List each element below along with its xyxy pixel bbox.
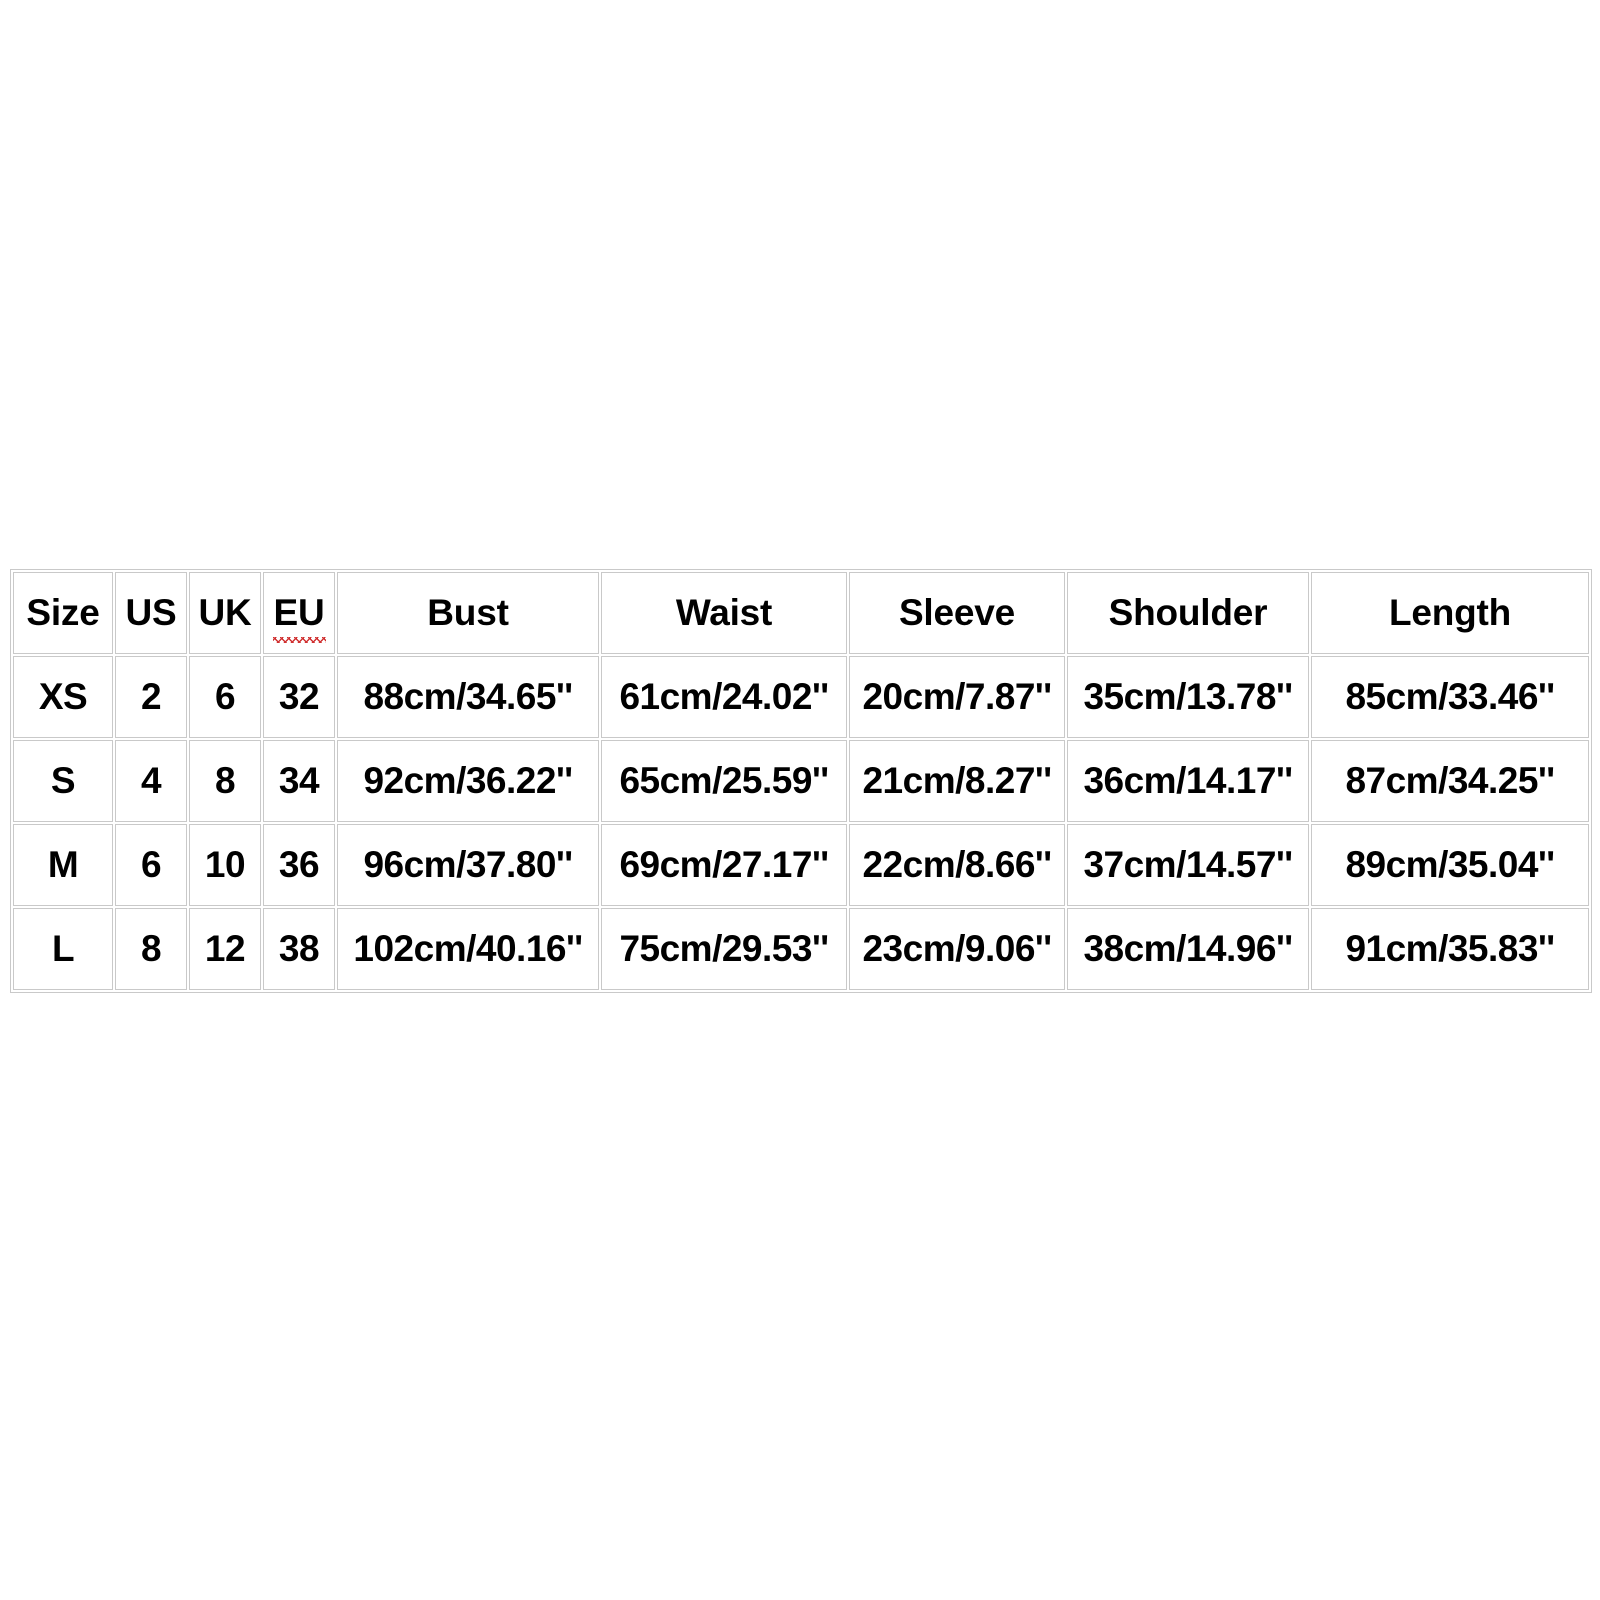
column-header-uk: UK (189, 572, 261, 654)
cell-uk: 8 (189, 740, 261, 822)
spellcheck-underline-eu: EU (272, 592, 326, 643)
cell-bust: 92cm/36.22'' (337, 740, 599, 822)
cell-waist: 65cm/25.59'' (601, 740, 847, 822)
cell-eu: 32 (263, 656, 335, 738)
cell-size: XS (13, 656, 113, 738)
table-row: L 8 12 38 102cm/40.16'' 75cm/29.53'' 23c… (13, 908, 1589, 990)
table-row: M 6 10 36 96cm/37.80'' 69cm/27.17'' 22cm… (13, 824, 1589, 906)
column-header-shoulder: Shoulder (1067, 572, 1309, 654)
column-header-waist: Waist (601, 572, 847, 654)
cell-size: L (13, 908, 113, 990)
cell-sleeve: 23cm/9.06'' (849, 908, 1065, 990)
column-header-size: Size (13, 572, 113, 654)
cell-uk: 12 (189, 908, 261, 990)
cell-size: M (13, 824, 113, 906)
cell-us: 4 (115, 740, 187, 822)
column-header-sleeve: Sleeve (849, 572, 1065, 654)
cell-shoulder: 37cm/14.57'' (1067, 824, 1309, 906)
cell-shoulder: 35cm/13.78'' (1067, 656, 1309, 738)
table-header: Size US UK EU Bust Waist Sleeve Shoulder… (13, 572, 1589, 654)
table-body: XS 2 6 32 88cm/34.65'' 61cm/24.02'' 20cm… (13, 656, 1589, 990)
cell-waist: 61cm/24.02'' (601, 656, 847, 738)
cell-size: S (13, 740, 113, 822)
cell-us: 2 (115, 656, 187, 738)
cell-eu: 34 (263, 740, 335, 822)
cell-length: 89cm/35.04'' (1311, 824, 1589, 906)
cell-shoulder: 38cm/14.96'' (1067, 908, 1309, 990)
cell-sleeve: 20cm/7.87'' (849, 656, 1065, 738)
cell-waist: 75cm/29.53'' (601, 908, 847, 990)
column-header-eu: EU (263, 572, 335, 654)
cell-bust: 88cm/34.65'' (337, 656, 599, 738)
column-header-length: Length (1311, 572, 1589, 654)
cell-sleeve: 22cm/8.66'' (849, 824, 1065, 906)
cell-eu: 38 (263, 908, 335, 990)
cell-us: 6 (115, 824, 187, 906)
table-row: S 4 8 34 92cm/36.22'' 65cm/25.59'' 21cm/… (13, 740, 1589, 822)
cell-uk: 10 (189, 824, 261, 906)
cell-length: 91cm/35.83'' (1311, 908, 1589, 990)
cell-shoulder: 36cm/14.17'' (1067, 740, 1309, 822)
cell-eu: 36 (263, 824, 335, 906)
cell-length: 87cm/34.25'' (1311, 740, 1589, 822)
cell-sleeve: 21cm/8.27'' (849, 740, 1065, 822)
column-header-bust: Bust (337, 572, 599, 654)
header-row: Size US UK EU Bust Waist Sleeve Shoulder… (13, 572, 1589, 654)
cell-uk: 6 (189, 656, 261, 738)
size-chart-table: Size US UK EU Bust Waist Sleeve Shoulder… (10, 569, 1592, 993)
cell-us: 8 (115, 908, 187, 990)
cell-waist: 69cm/27.17'' (601, 824, 847, 906)
cell-length: 85cm/33.46'' (1311, 656, 1589, 738)
size-chart-container: Size US UK EU Bust Waist Sleeve Shoulder… (10, 569, 1592, 993)
cell-bust: 96cm/37.80'' (337, 824, 599, 906)
column-header-us: US (115, 572, 187, 654)
table-row: XS 2 6 32 88cm/34.65'' 61cm/24.02'' 20cm… (13, 656, 1589, 738)
cell-bust: 102cm/40.16'' (337, 908, 599, 990)
